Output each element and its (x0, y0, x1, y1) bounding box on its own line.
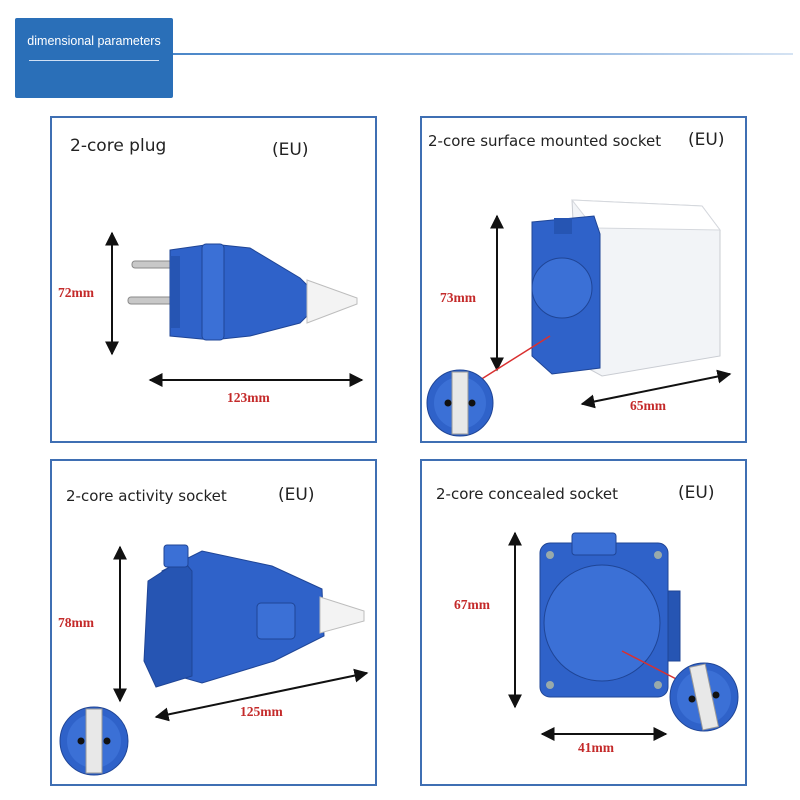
panel-title: 2-core activity socket (66, 487, 227, 505)
panel-title: 2-core surface mounted socket (428, 132, 662, 150)
region-label: (EU) (678, 483, 715, 503)
concealed-socket-illustration (508, 531, 739, 741)
activity-socket-illustration (59, 544, 369, 776)
width-dimension: 41mm (578, 740, 614, 755)
panel-surface-socket: 2-core surface mounted socket (EU) 73mm … (420, 116, 747, 443)
height-dimension: 73mm (440, 290, 476, 305)
height-dimension: 67mm (454, 597, 490, 612)
section-header: dimensional parameters (15, 18, 173, 98)
panel-title: 2-core plug (70, 136, 167, 156)
region-label: (EU) (272, 140, 309, 160)
region-label: (EU) (278, 485, 315, 505)
panel-title: 2-core concealed socket (436, 485, 618, 503)
width-dimension: 123mm (227, 390, 270, 405)
plug-illustration (105, 231, 364, 387)
header-divider (173, 53, 793, 55)
panel-plug: 2-core plug (EU) 72mm 123mm (50, 116, 377, 443)
panel-concealed-socket: 2-core concealed socket (EU) 67mm 41mm (420, 459, 747, 786)
section-title: dimensional parameters (27, 34, 161, 48)
height-dimension: 72mm (58, 285, 94, 300)
surface-socket-illustration (426, 199, 732, 437)
region-label: (EU) (688, 130, 725, 150)
title-underline (29, 60, 159, 61)
height-dimension: 78mm (58, 615, 94, 630)
panel-activity-socket: 2-core activity socket (EU) 78mm 125mm (50, 459, 377, 786)
